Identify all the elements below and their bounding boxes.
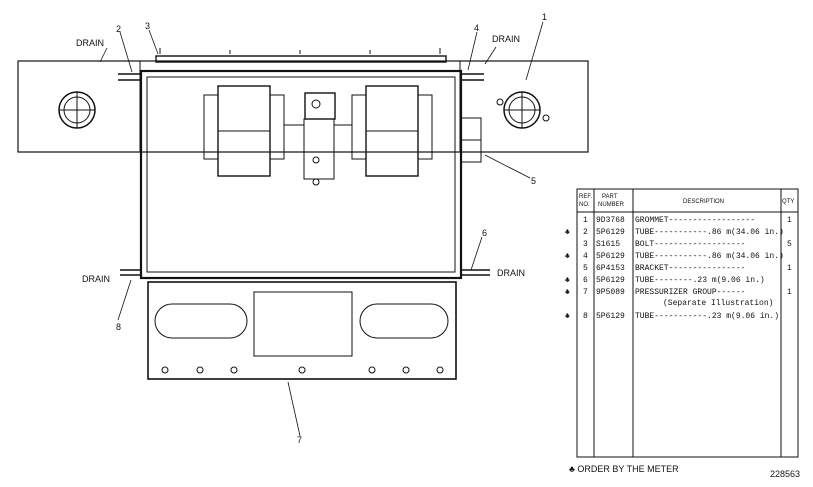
row-7-part: 9P5089 (596, 288, 625, 297)
leader-lines (99, 21, 544, 437)
lower-tray (147, 281, 457, 380)
row-6-ref: 6 (583, 276, 588, 285)
row-8-ref: 8 (583, 312, 588, 321)
row-2-mark: ♣ (565, 228, 570, 237)
row-2-ref: 2 (583, 228, 588, 237)
row-2-desc: TUBE-----------.86 m(34.06 in.) (635, 228, 784, 237)
row-1-ref: 1 (583, 216, 588, 225)
row-3-ref: 3 (583, 240, 588, 249)
row-5-desc: BRACKET---------------- (635, 264, 745, 273)
footnote: ♣ ORDER BY THE METER (569, 464, 679, 474)
drain-label-bottom-right: DRAIN (497, 268, 525, 278)
drain-label-top-left: DRAIN (76, 38, 104, 48)
row-6-part: 5P6129 (596, 276, 625, 285)
header-ref: REF. (579, 194, 592, 200)
header-part: PART (602, 194, 618, 200)
drain-label-top-right: DRAIN (492, 34, 520, 44)
callout-4: 4 (474, 23, 479, 33)
row-3-desc: BOLT------------------- (635, 240, 745, 249)
row-4-ref: 4 (583, 252, 588, 261)
row-1-qty: 1 (787, 216, 792, 225)
row-3-part: S1615 (596, 240, 620, 249)
row-4-desc: TUBE-----------.86 m(34.06 in.) (635, 252, 784, 261)
row-8-mark: ♣ (565, 312, 570, 321)
left-gauge (58, 91, 96, 129)
header-description: DESCRIPTION (683, 199, 724, 205)
parts-table-frame (576, 188, 799, 458)
row-5-qty: 1 (787, 264, 792, 273)
row-5-part: 6P4153 (596, 264, 625, 273)
row-6-desc: TUBE--------.23 m(9.06 in.) (635, 276, 765, 285)
top-rail (155, 48, 447, 63)
housing (139, 69, 463, 280)
mounting-bar (17, 60, 589, 153)
row-8-part: 5P6129 (596, 312, 625, 321)
right-gauge (496, 91, 550, 129)
header-no: NO. (579, 202, 590, 208)
row-7-ref: 7 (583, 288, 588, 297)
callout-5: 5 (531, 176, 536, 186)
row-6-mark: ♣ (565, 276, 570, 285)
row-8-desc: TUBE-----------.23 m(9.06 in.) (635, 312, 779, 321)
header-number: NUMBER (598, 202, 625, 208)
right-blower (351, 85, 433, 177)
callout-6: 6 (482, 228, 487, 238)
row-7-note: (Separate Illustration) (663, 299, 773, 308)
row-1-part: 9D3768 (596, 216, 625, 225)
callout-8: 8 (116, 322, 121, 332)
row-1-desc: GROMMET------------------ (635, 216, 755, 225)
motor (284, 92, 352, 186)
figure-id: 228563 (770, 469, 800, 479)
callout-1: 1 (542, 12, 547, 22)
drain-tubes (118, 73, 490, 276)
row-4-part: 5P6129 (596, 252, 625, 261)
row-5-ref: 5 (583, 264, 588, 273)
callout-3: 3 (145, 21, 150, 31)
row-7-desc: PRESSURIZER GROUP------ (635, 288, 745, 297)
side-bracket (460, 117, 482, 163)
row-4-mark: ♣ (565, 252, 570, 261)
callout-7: 7 (297, 435, 302, 445)
row-3-qty: 5 (787, 240, 792, 249)
parts-table-rows: 1 9D3768 GROMMET------------------ 1 ♣ 2… (565, 216, 792, 321)
row-7-mark: ♣ (565, 288, 570, 297)
row-2-part: 5P6129 (596, 228, 625, 237)
left-blower (203, 85, 285, 177)
drain-label-bottom-left: DRAIN (82, 274, 110, 284)
header-qty: QTY (782, 199, 794, 205)
row-7-qty: 1 (787, 288, 792, 297)
callout-2: 2 (116, 24, 121, 34)
